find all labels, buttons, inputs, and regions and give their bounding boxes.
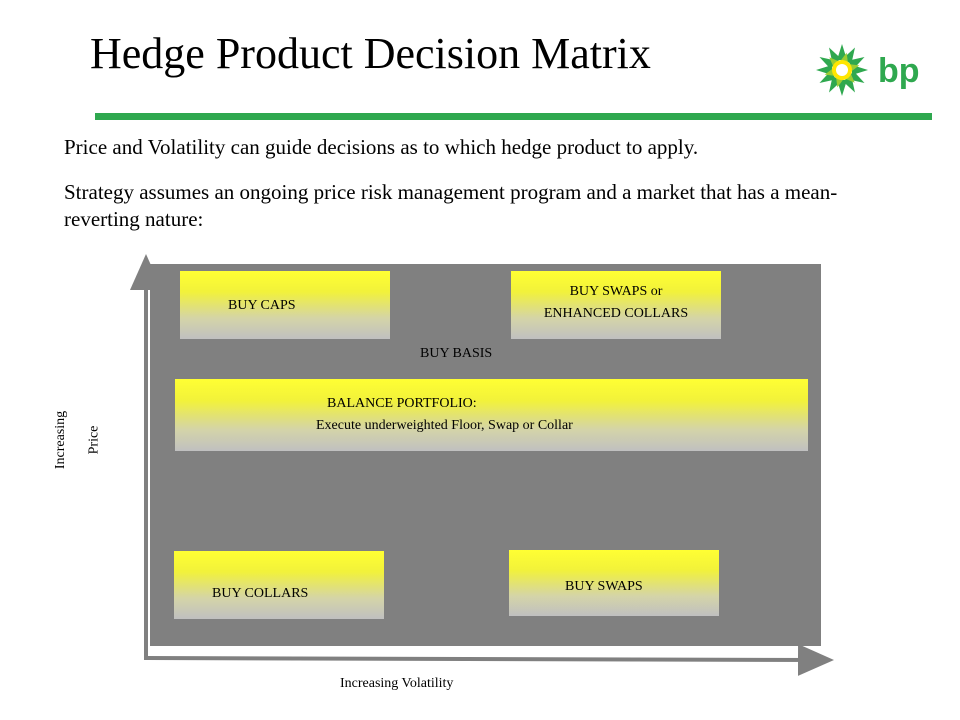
buy-caps-box: BUY CAPS (180, 271, 390, 339)
x-axis-label: Increasing Volatility (340, 676, 454, 691)
buy-swaps-label: BUY SWAPS (565, 579, 643, 594)
intro-line-strategy: Strategy assumes an ongoing price risk m… (64, 180, 838, 231)
intro-text: Price and Volatility can guide decisions… (64, 134, 894, 251)
buy-collars-label: BUY COLLARS (212, 586, 309, 601)
bp-logo: bp (812, 42, 924, 98)
x-axis-arrow (145, 643, 834, 676)
buy-basis-label: BUY BASIS (420, 346, 493, 361)
slide-title: Hedge Product Decision Matrix (90, 29, 651, 78)
balance-portfolio-box: BALANCE PORTFOLIO: Execute underweighted… (175, 379, 808, 451)
title-accent-rule (95, 113, 932, 120)
buy-collars-box: BUY COLLARS (174, 551, 384, 619)
decision-matrix: BUY CAPS BUY SWAPS or ENHANCED COLLARS B… (150, 264, 821, 646)
buy-swaps-box: BUY SWAPS (509, 550, 719, 616)
intro-line-price-volatility: Price and Volatility can guide decisions… (64, 135, 699, 159)
balance-portfolio-title: BALANCE PORTFOLIO: (327, 396, 477, 411)
buy-swaps-or-enhanced-collars-box: BUY SWAPS or ENHANCED COLLARS (511, 271, 721, 339)
buy-swaps-or-enhanced-collars-label: BUY SWAPS or ENHANCED COLLARS (543, 284, 689, 321)
bp-helios-icon: bp (812, 42, 924, 98)
bp-wordmark: bp (878, 52, 920, 90)
y-axis-label-increasing: Increasing (53, 410, 69, 470)
buy-caps-label: BUY CAPS (228, 298, 296, 313)
y-axis-label-price: Price (86, 425, 102, 455)
balance-portfolio-detail: Execute underweighted Floor, Swap or Col… (316, 418, 573, 433)
